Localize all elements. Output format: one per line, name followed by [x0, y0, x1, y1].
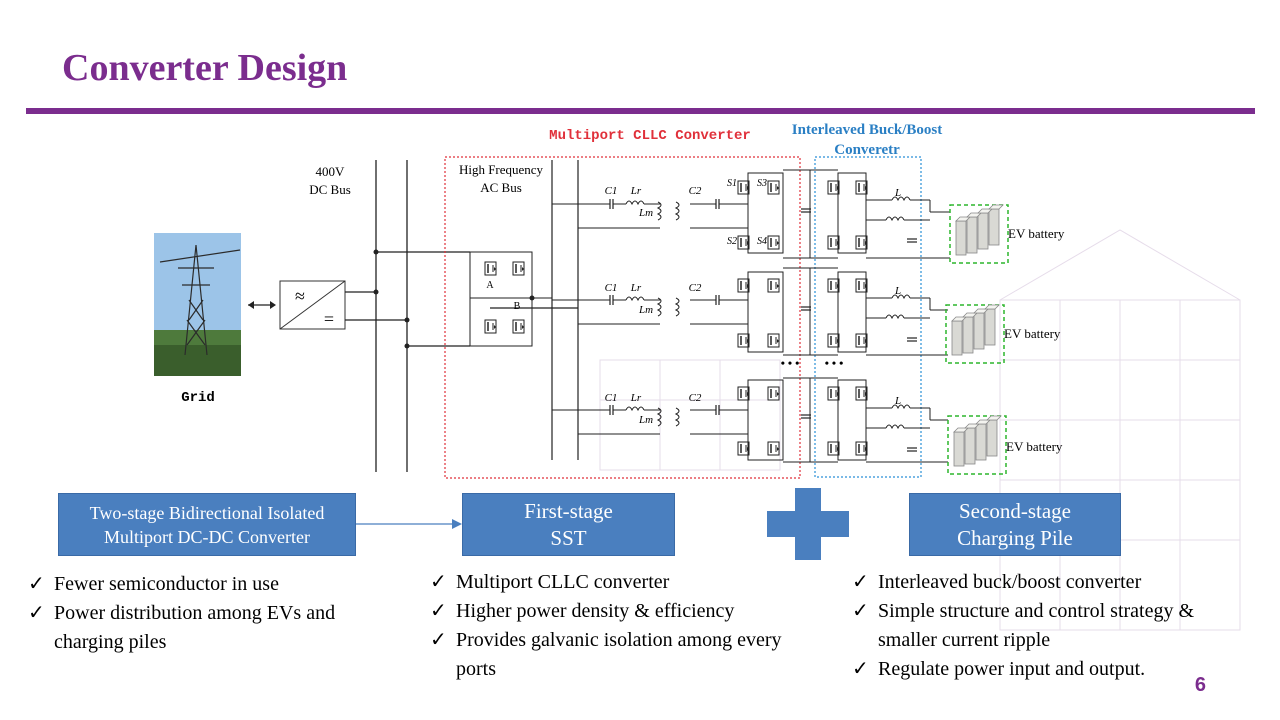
buck-boost-branch-1 [810, 169, 950, 259]
ev-battery-icon-2 [945, 304, 1005, 364]
ellipsis-cllc: • • • [780, 356, 800, 370]
buck-boost-branch-2 [810, 267, 948, 356]
list-item: ✓Power distribution among EVs and chargi… [28, 599, 368, 657]
c1-label: C1 [604, 282, 618, 294]
list-item: ✓Regulate power input and output. [852, 655, 1212, 684]
l-label: L [894, 395, 902, 407]
cllc-branch-1 [552, 169, 812, 259]
c2-label: C2 [688, 392, 702, 404]
list-item: ✓Fewer semiconductor in use [28, 570, 368, 599]
cllc-region [444, 156, 801, 479]
list-item: ✓Interleaved buck/boost converter [852, 568, 1212, 597]
ellipsis-buck: • • • [824, 356, 844, 370]
ev-battery-label-1: EV battery [1008, 226, 1065, 241]
c1-label: C1 [604, 392, 618, 404]
grid-label: Grid [181, 390, 215, 406]
ev-battery-icon-1 [949, 204, 1009, 264]
node-b-label: B [513, 301, 521, 312]
check-icon: ✓ [852, 571, 869, 593]
ev-battery-icon-3 [947, 415, 1007, 475]
list-item: ✓Multiport CLLC converter [430, 568, 810, 597]
page-number: 6 [1194, 674, 1206, 696]
check-icon: ✓ [430, 571, 447, 593]
ac-symbol: ≈ [295, 286, 305, 306]
grid-tower-image [154, 233, 241, 376]
hf-ac-bus-label: High Frequency AC Bus [458, 162, 544, 195]
two-stage-converter-box: Two-stage Bidirectional Isolated Multipo… [58, 493, 356, 556]
s4-label: S4 [757, 236, 767, 247]
grid-connection-arrow [248, 301, 276, 309]
node-a-label: A [486, 280, 494, 291]
l-label: L [894, 285, 902, 297]
second-stage-charging-pile-box: Second-stage Charging Pile [909, 493, 1121, 556]
lm-label: Lm [638, 304, 654, 316]
check-icon: ✓ [430, 600, 447, 622]
list-item: ✓Provides galvanic isolation among every… [430, 626, 810, 684]
hf-ac-bus-lines [490, 160, 579, 460]
lr-label: Lr [630, 282, 642, 294]
left-feature-list: ✓Fewer semiconductor in use ✓Power distr… [28, 570, 368, 657]
slide-title: Converter Design [62, 47, 348, 89]
cllc-branch-3 [552, 377, 812, 463]
ev-battery-label-3: EV battery [1006, 439, 1063, 454]
title-divider [26, 108, 1255, 114]
c2-label: C2 [688, 282, 702, 294]
dc-symbol: = [324, 309, 334, 329]
cllc-converter-title: Multiport CLLC Converter [549, 128, 751, 144]
s2-label: S2 [727, 236, 737, 247]
buck-boost-region [814, 156, 922, 478]
ev-battery-label-2: EV battery [1004, 326, 1061, 341]
lr-label: Lr [630, 185, 642, 197]
list-item: ✓Simple structure and control strategy &… [852, 597, 1212, 655]
s3-label: S3 [757, 178, 767, 189]
s1-label: S1 [727, 178, 737, 189]
dc-bus-lines [345, 160, 470, 472]
l-label: L [894, 187, 902, 199]
plus-icon [767, 488, 849, 560]
c1-label: C1 [604, 185, 618, 197]
check-icon: ✓ [28, 573, 45, 595]
lr-label: Lr [630, 392, 642, 404]
check-icon: ✓ [430, 629, 447, 651]
check-icon: ✓ [852, 600, 869, 622]
first-stage-sst-box: First-stage SST [462, 493, 675, 556]
cllc-branch-2 [552, 267, 812, 356]
buck-boost-branch-3 [810, 377, 948, 463]
flow-arrow [356, 519, 462, 529]
right-feature-list: ✓Interleaved buck/boost converter ✓Simpl… [852, 568, 1212, 684]
lm-label: Lm [638, 414, 654, 426]
middle-feature-list: ✓Multiport CLLC converter ✓Higher power … [430, 568, 810, 684]
c2-label: C2 [688, 185, 702, 197]
dc-bus-label: 400V DC Bus [309, 164, 351, 197]
buck-boost-title: Interleaved Buck/Boost Converetr [791, 122, 943, 158]
list-item: ✓Higher power density & efficiency [430, 597, 810, 626]
check-icon: ✓ [852, 658, 869, 680]
check-icon: ✓ [28, 602, 45, 624]
acdc-converter-block [279, 280, 346, 330]
lm-label: Lm [638, 207, 654, 219]
